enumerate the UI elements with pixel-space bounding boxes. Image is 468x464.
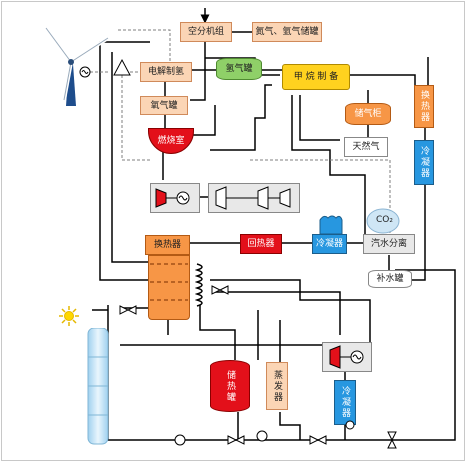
heat-storage-tank: 储热罐 xyxy=(210,360,250,412)
electrolysis-unit: 电解制氢 xyxy=(140,62,192,82)
compressor-turbine-icon xyxy=(215,186,291,210)
wind-turbine-icon xyxy=(44,26,110,106)
pump-icon xyxy=(174,434,186,446)
air-separation-unit: 空分机组 xyxy=(180,22,232,42)
valve-icon xyxy=(387,431,397,449)
water-separation: 汽水分离 xyxy=(363,234,415,254)
co2-label: CO₂ xyxy=(376,215,393,225)
right-condenser: 冷凝器 xyxy=(414,140,434,185)
hydrogen-tank: 氢气罐 xyxy=(216,58,262,80)
methane-synthesis-unit: 甲 烷 制 备 xyxy=(282,64,350,90)
valve-icon xyxy=(227,435,245,445)
natural-gas-source: 天然气 xyxy=(344,137,388,157)
right-heat-exchanger: 换热器 xyxy=(414,85,434,128)
co2-cloud-icon xyxy=(366,208,400,234)
main-heat-exchanger-body xyxy=(148,255,190,320)
turbine-icon xyxy=(155,188,190,208)
valve-icon xyxy=(119,305,137,315)
heat-exchanger-dashes xyxy=(150,263,188,301)
rectifier-icon xyxy=(113,58,131,76)
generator-icon xyxy=(79,66,91,78)
heat-coil-icon xyxy=(195,263,203,307)
regenerator: 回热器 xyxy=(240,234,282,254)
bottom-condenser: 冷凝器 xyxy=(334,380,356,425)
valve-icon xyxy=(211,285,229,295)
pump-icon xyxy=(256,430,268,442)
bottom-turbine-icon xyxy=(329,345,364,369)
solar-collector-icon xyxy=(87,328,109,445)
oxygen-tank: 氧气罐 xyxy=(140,96,188,115)
nitrogen-argon-storage: 氮气、氩气储罐 xyxy=(252,22,322,42)
sun-icon xyxy=(59,306,79,326)
pump-icon xyxy=(345,420,355,430)
main-heat-exchanger-label: 换热器 xyxy=(145,235,190,255)
gas-holder: 储气柜 xyxy=(345,103,391,125)
condenser-middle: 冷凝器 xyxy=(312,234,347,254)
water-makeup-tank: 补水罐 xyxy=(368,270,412,288)
valve-icon xyxy=(309,435,327,445)
cooling-tower-icon xyxy=(319,215,343,234)
evaporator: 蒸发器 xyxy=(266,362,288,410)
